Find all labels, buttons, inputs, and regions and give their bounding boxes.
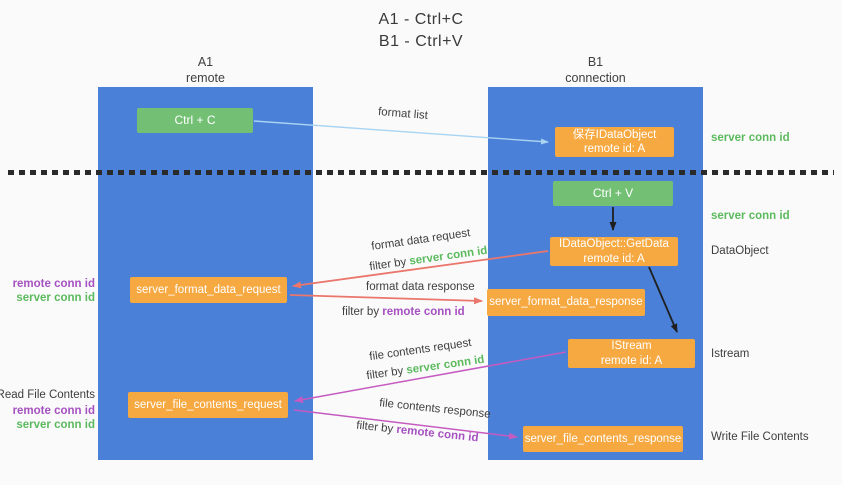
- filter-by-text: filter by: [365, 365, 405, 383]
- filter-by-text: filter by: [355, 419, 394, 436]
- node-istream: IStream remote id: A: [568, 339, 695, 368]
- annotation-remote-conn-id-2: remote conn id: [12, 405, 95, 417]
- node-istream-line1: IStream: [611, 340, 652, 353]
- node-save-idataobject-line2: remote id: A: [583, 143, 646, 155]
- title-line-1: A1 - Ctrl+C: [378, 11, 464, 28]
- remote-conn-id-text: remote conn id: [395, 423, 480, 445]
- node-save-idataobject-line1: 保存IDataObject: [572, 128, 657, 141]
- node-ctrl-c-label: Ctrl + C: [174, 113, 216, 127]
- server-conn-id-text: server conn id: [408, 244, 489, 268]
- node-server-file-contents-request-label: server_file_contents_request: [134, 398, 282, 411]
- annotation-dataobject: DataObject: [711, 245, 769, 257]
- filter-by-text: filter by: [368, 256, 408, 274]
- annotation-write-file-contents: Write File Contents: [711, 431, 809, 443]
- node-server-file-contents-response-label: server_file_contents_response: [524, 432, 682, 445]
- node-server-format-data-request-label: server_format_data_request: [136, 283, 281, 296]
- node-idataobject-getdata-line1: IDataObject::GetData: [559, 238, 669, 251]
- node-idataobject-getdata: IDataObject::GetData remote id: A: [550, 237, 678, 266]
- arrow-format-data-response: [289, 294, 483, 305]
- title-line-2: B1 - Ctrl+V: [378, 32, 464, 50]
- node-ctrl-c: Ctrl + C: [137, 108, 253, 133]
- annotation-read-file-contents: Read File Contents: [0, 389, 95, 401]
- server-conn-id-text: server conn id: [405, 353, 486, 377]
- annotation-server-conn-id-mid: server conn id: [711, 210, 790, 222]
- node-ctrl-v-label: Ctrl + V: [592, 186, 634, 200]
- edge-label-format-list: format list: [377, 106, 429, 122]
- annotation-remote-conn-id-1: remote conn id: [12, 278, 95, 290]
- filter-by-text: filter by: [342, 306, 380, 318]
- edge-label-file-contents-response: file contents response: [378, 397, 492, 421]
- edge-label-filter-by-remote-conn-id-2: filter by remote conn id: [356, 420, 479, 445]
- node-ctrl-v: Ctrl + V: [553, 181, 673, 206]
- annotation-istream: Istream: [711, 348, 750, 360]
- lifeline-a1-role: remote: [186, 71, 225, 86]
- node-server-format-data-response: server_format_data_response: [487, 289, 645, 316]
- lifeline-b1-role: connection: [565, 71, 626, 86]
- annotation-server-conn-id-1: server conn id: [16, 292, 95, 304]
- node-save-idataobject: 保存IDataObject remote id: A: [555, 127, 674, 157]
- annotation-server-conn-id-top: server conn id: [711, 132, 790, 144]
- diagram-title: A1 - Ctrl+C B1 - Ctrl+V: [0, 9, 842, 52]
- node-server-file-contents-response: server_file_contents_response: [523, 426, 683, 452]
- node-idataobject-getdata-line2: remote id: A: [583, 252, 645, 265]
- lifeline-header-b1: B1 connection: [488, 54, 703, 87]
- lifeline-a1-id: A1: [197, 55, 214, 69]
- lifeline-header-a1: A1 remote: [98, 54, 313, 87]
- node-server-format-data-response-label: server_format_data_response: [489, 296, 643, 309]
- node-istream-line2: remote id: A: [600, 354, 663, 367]
- annotation-server-conn-id-2: server conn id: [16, 419, 95, 431]
- phase-divider-dotted-line: [8, 170, 834, 175]
- node-server-file-contents-request: server_file_contents_request: [128, 392, 288, 418]
- remote-conn-id-text: remote conn id: [382, 306, 465, 318]
- edge-label-filter-by-remote-conn-id-1: filter by remote conn id: [342, 306, 465, 318]
- lifeline-b1-id: B1: [587, 55, 604, 69]
- node-server-format-data-request: server_format_data_request: [130, 277, 287, 303]
- edge-label-format-data-response: format data response: [366, 281, 475, 293]
